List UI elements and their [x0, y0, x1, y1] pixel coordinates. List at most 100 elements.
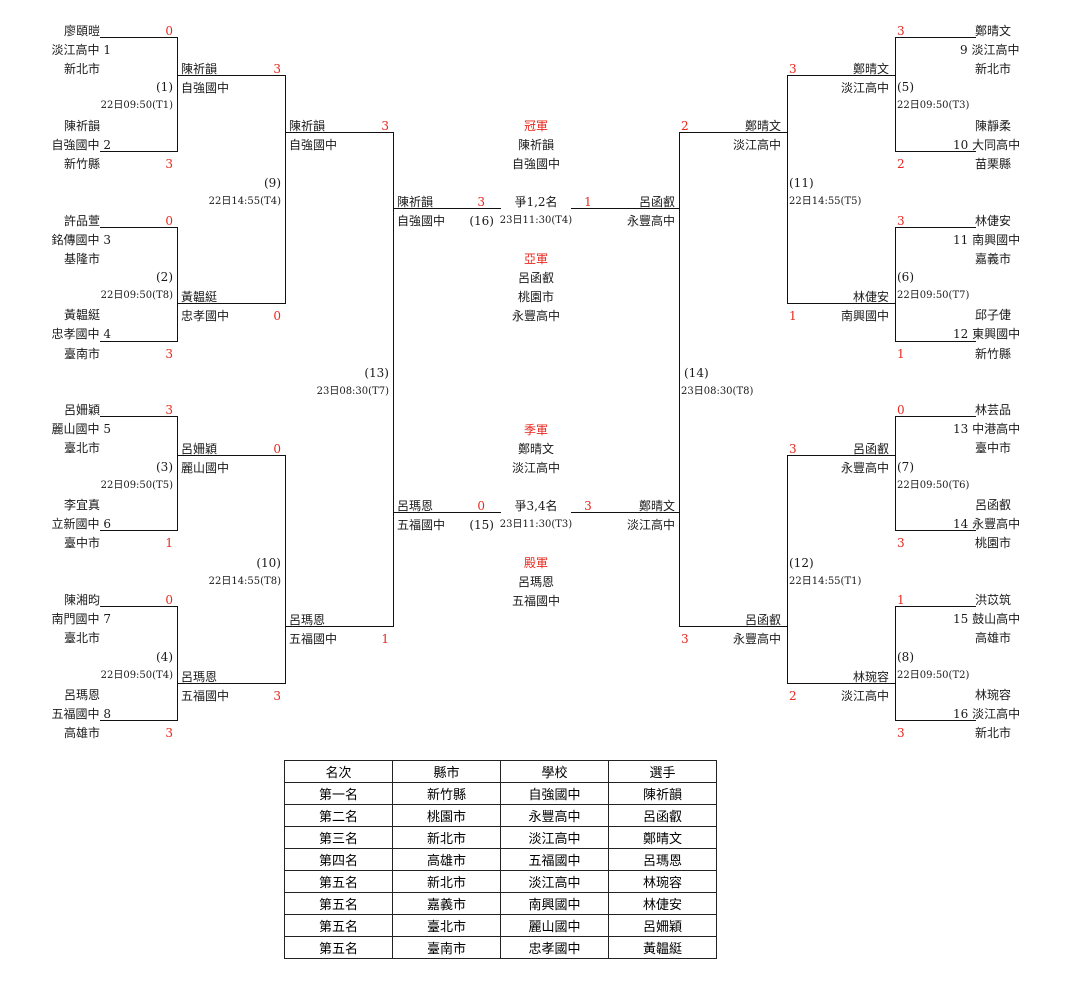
score-label: 3 [897, 24, 905, 38]
bracket-label: 22日14:55(T8) [208, 576, 281, 587]
city-cell: 高雄市 [392, 848, 501, 871]
score-label: 季軍 [523, 423, 548, 437]
score-label: 2 [681, 119, 689, 133]
player-cell: 林琬容 [608, 870, 717, 893]
city-cell: 臺南市 [392, 936, 501, 959]
bracket-label: 高雄市 [975, 631, 1012, 645]
bracket-label: 臺北市 [63, 631, 100, 645]
bracket-label: 呂函叡 [852, 442, 889, 456]
bracket-label: 呂瑪恩 [517, 575, 554, 589]
bracket-label: 22日09:50(T2) [897, 670, 970, 681]
bracket-line [393, 132, 394, 627]
bracket-label: 22日09:50(T8) [100, 290, 173, 301]
rank-cell: 第五名 [284, 892, 393, 915]
city-cell: 臺北市 [392, 914, 501, 937]
bracket-label: 桃園市 [975, 536, 1012, 550]
bracket-label: (10) [256, 556, 281, 570]
bracket-label: 臺中市 [63, 536, 100, 550]
rank-cell: 第五名 [284, 914, 393, 937]
bracket-line [787, 455, 788, 684]
bracket-label: 林琬容 [975, 688, 1012, 702]
bracket-label: 南興國中 [840, 309, 889, 323]
bracket-line [177, 606, 178, 721]
bracket-label: 陳祈韻 [181, 62, 218, 76]
school-cell: 南興國中 [500, 892, 609, 915]
score-label: 3 [584, 499, 592, 513]
school-cell: 五福國中 [500, 848, 609, 871]
bracket-label: 呂瑪恩 [289, 613, 326, 627]
school-cell: 忠孝國中 [500, 936, 609, 959]
bracket-label: 自強國中 [289, 138, 338, 152]
table-row: 第一名 新竹縣 自強國中 陳祈韻 [284, 782, 717, 805]
results-table: 名次 縣市 學校 選手 第一名 新竹縣 自強國中 陳祈韻 第二名 桃園市 永豐高… [284, 760, 717, 959]
score-label: 3 [273, 62, 281, 76]
bracket-label: 忠孝國中 4 [51, 327, 111, 341]
score-label: 1 [381, 632, 389, 646]
bracket-label: 22日09:50(T3) [897, 100, 970, 111]
bracket-label: (13) [364, 366, 389, 380]
bracket-label: 13 中港高中 [953, 422, 1021, 436]
bracket-label: 陳祈韻 [63, 119, 100, 133]
score-label: 2 [897, 157, 905, 171]
score-label: 3 [897, 214, 905, 228]
bracket-line [100, 37, 178, 38]
bracket-line [285, 455, 286, 684]
bracket-label: 15 鼓山高中 [953, 612, 1021, 626]
bracket-label: 呂姍穎 [63, 403, 100, 417]
header-school: 學校 [500, 760, 609, 783]
bracket-label: (14) [684, 366, 709, 380]
score-label: 3 [477, 195, 485, 209]
bracket-line [787, 683, 896, 684]
bracket-label: 爭3,4名 [514, 499, 558, 513]
bracket-label: 10 大同高中 [953, 138, 1021, 152]
city-cell: 新竹縣 [392, 782, 501, 805]
bracket-label: 淡江高中 [511, 461, 560, 475]
player-cell: 呂姍穎 [608, 914, 717, 937]
bracket-line [895, 37, 896, 152]
bracket-line [100, 530, 178, 531]
bracket-label: 嘉義市 [975, 252, 1012, 266]
bracket-label: 呂瑪恩 [181, 670, 218, 684]
bracket-label: 自強國中 [181, 81, 230, 95]
score-label: 3 [681, 632, 689, 646]
score-label: 3 [897, 536, 905, 550]
rank-cell: 第一名 [284, 782, 393, 805]
bracket-label: (2) [156, 270, 173, 284]
bracket-label: 陳靜柔 [975, 119, 1012, 133]
bracket-label: 臺南市 [63, 347, 100, 361]
player-cell: 黃韞綎 [608, 936, 717, 959]
bracket-label: (12) [789, 556, 814, 570]
bracket-label: 12 東興國中 [953, 327, 1021, 341]
bracket-line [177, 227, 178, 342]
score-label: 3 [165, 726, 173, 740]
bracket-line [285, 626, 394, 627]
bracket-label: (8) [897, 650, 914, 664]
table-row: 第五名 臺南市 忠孝國中 黃韞綎 [284, 936, 717, 959]
bracket-line [895, 227, 896, 342]
bracket-label: 五福國中 [181, 689, 230, 703]
bracket-label: 22日14:55(T1) [789, 576, 862, 587]
bracket-label: 新竹縣 [975, 347, 1012, 361]
bracket-label: (3) [156, 460, 173, 474]
bracket-line [787, 303, 896, 304]
bracket-label: (1) [156, 80, 173, 94]
score-label: 殿軍 [523, 556, 548, 570]
bracket-label: 永豐高中 [626, 214, 675, 228]
bracket-label: 淡江高中 [732, 138, 781, 152]
bracket-label: 22日09:50(T4) [100, 670, 173, 681]
bracket-line [393, 208, 501, 209]
bracket-line [895, 720, 976, 721]
bracket-line [177, 75, 286, 76]
bracket-label: 臺北市 [63, 441, 100, 455]
bracket-label: 麗山國中 5 [51, 422, 111, 436]
bracket-label: (16) [469, 214, 494, 228]
bracket-label: 新竹縣 [63, 157, 100, 171]
bracket-label: 呂函叡 [744, 613, 781, 627]
bracket-line [100, 606, 178, 607]
city-cell: 嘉義市 [392, 892, 501, 915]
player-cell: 呂瑪恩 [608, 848, 717, 871]
bracket-line [895, 227, 976, 228]
school-cell: 淡江高中 [500, 826, 609, 849]
bracket-label: 李宜真 [63, 498, 100, 512]
